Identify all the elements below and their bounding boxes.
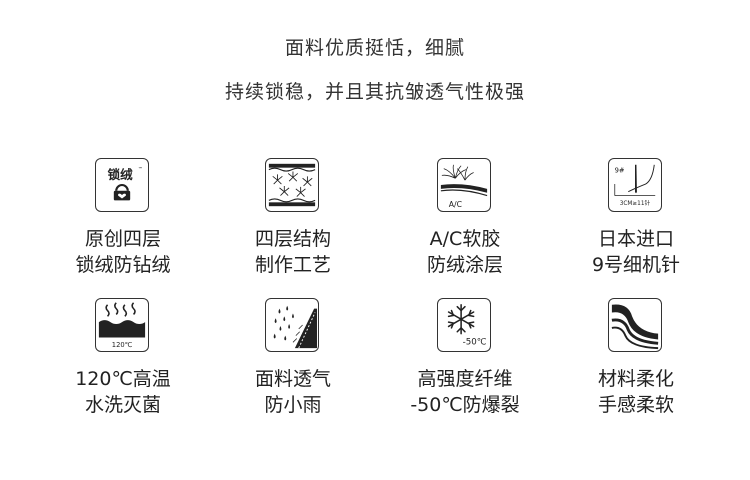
feature-subtitle: 手感柔软	[597, 394, 674, 416]
feature-subtitle: 锁绒防钻绒	[75, 254, 171, 276]
lock-down-icon-text: 锁绒	[108, 167, 134, 182]
ac-coating-icon: A/C	[437, 158, 491, 212]
feature-title: 高强度纤维	[417, 368, 513, 390]
feature-title: A/C软胶	[429, 228, 501, 250]
needle-size-text: 9#	[615, 166, 625, 174]
temperature-text: 120℃	[112, 341, 133, 349]
snowflake-cold-icon: -50℃	[437, 298, 491, 352]
ac-coating-icon-text: A/C	[449, 200, 462, 209]
feature-title: 四层结构	[254, 228, 331, 250]
japanese-needle-icon: 9# 3CM≥11针	[608, 158, 662, 212]
feature-subtitle: 制作工艺	[254, 254, 331, 276]
feature-title: 日本进口	[597, 228, 674, 250]
headline-line-1: 面料优质挺恬，细腻	[284, 37, 465, 59]
feature-subtitle: 9号细机针	[591, 254, 681, 276]
feature-title: 材料柔化	[597, 368, 674, 390]
feature-subtitle: 水洗灭菌	[84, 394, 161, 416]
four-layer-structure-icon	[265, 158, 319, 212]
lock-down-icon: 锁绒 ™	[95, 158, 149, 212]
feature-title: 面料透气	[254, 368, 331, 390]
soft-fabric-icon	[608, 298, 662, 352]
trademark-mark: ™	[138, 167, 143, 173]
feature-subtitle: 防小雨	[264, 394, 322, 416]
high-temp-wash-icon: 120℃	[95, 298, 149, 352]
feature-subtitle: -50℃防爆裂	[410, 394, 520, 416]
cold-temp-text: -50℃	[463, 337, 487, 347]
breathable-rainproof-icon	[265, 298, 319, 352]
feature-title: 120℃高温	[75, 368, 171, 390]
headline-line-2: 持续锁稳，并且其抗皱透气性极强	[224, 81, 525, 103]
stitch-density-text: 3CM≥11针	[620, 199, 651, 207]
feature-title: 原创四层	[84, 228, 161, 250]
feature-subtitle: 防绒涂层	[426, 254, 503, 276]
